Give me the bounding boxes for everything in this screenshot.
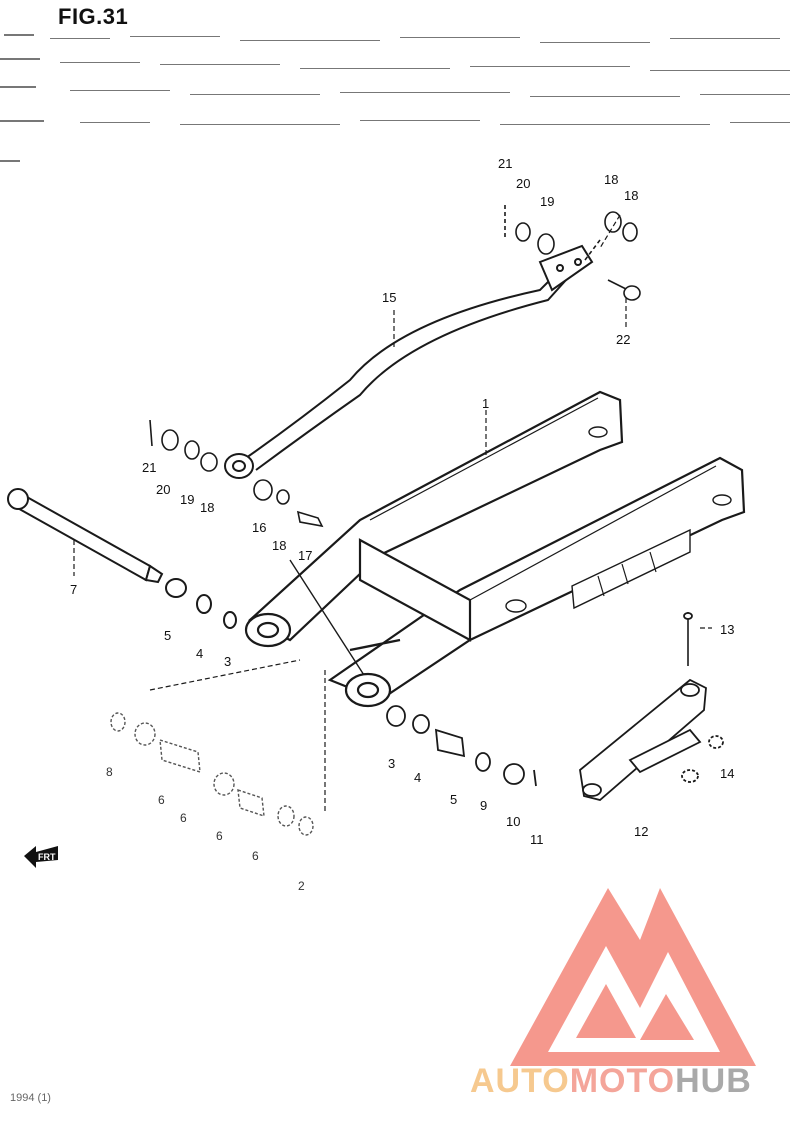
watermark-logo	[510, 888, 756, 1066]
watermark-auto: AUTO	[470, 1062, 570, 1100]
callout-5: 5	[450, 792, 457, 807]
callout-6: 6	[180, 811, 187, 825]
leader-lines	[73, 214, 712, 812]
watermark-hub: HUB	[675, 1062, 752, 1100]
callout-15: 15	[382, 290, 396, 305]
callout-6: 6	[216, 829, 223, 843]
callout-18: 18	[200, 500, 214, 515]
callout-12: 12	[634, 824, 648, 839]
callout-21: 21	[142, 460, 156, 475]
callout-1: 1	[482, 396, 489, 411]
callout-14: 14	[720, 766, 734, 781]
swingarm	[244, 390, 746, 708]
figure-title: FIG.31	[58, 4, 129, 29]
watermark-text: AUTOMOTOHUB	[470, 1062, 752, 1101]
footer-code: 1994 (1)	[10, 1092, 51, 1104]
front-marker-text: FRT	[38, 852, 56, 862]
callout-8: 8	[106, 765, 113, 779]
callout-20: 20	[156, 482, 170, 497]
callout-22: 22	[616, 332, 630, 347]
callout-3: 3	[388, 756, 395, 771]
callout-16: 16	[252, 520, 266, 535]
scan-noise	[0, 34, 790, 162]
callout-21: 21	[498, 156, 512, 171]
callout-11: 11	[530, 832, 544, 847]
chain-buffer	[579, 612, 724, 801]
callout-4: 4	[196, 646, 203, 661]
pivot-shaft	[7, 488, 237, 629]
front-arrow-icon: FRT	[24, 846, 58, 868]
callout-18: 18	[272, 538, 286, 553]
torque-link-front-fasteners	[149, 419, 324, 528]
callout-3: 3	[224, 654, 231, 669]
callout-13: 13	[720, 622, 734, 637]
callout-10: 10	[506, 814, 520, 829]
pivot-bearings	[110, 712, 314, 836]
callout-19: 19	[180, 492, 194, 507]
watermark-moto: MOTO	[569, 1062, 676, 1100]
torque-link-rear-fasteners	[504, 205, 641, 301]
callout-numbers: 21 20 19 18 18 22 15 1 21 20 19 18 16 18…	[70, 156, 734, 893]
callout-19: 19	[540, 194, 554, 209]
callout-18: 18	[604, 172, 618, 187]
callout-20: 20	[516, 176, 530, 191]
callout-18: 18	[624, 188, 638, 203]
callout-7: 7	[70, 582, 77, 597]
callout-9: 9	[480, 798, 487, 813]
callout-5: 5	[164, 628, 171, 643]
callout-2: 2	[298, 879, 305, 893]
callout-6: 6	[252, 849, 259, 863]
callout-4: 4	[414, 770, 421, 785]
callout-6: 6	[158, 793, 165, 807]
callout-17: 17	[298, 548, 312, 563]
right-pivot-hardware	[386, 705, 537, 787]
brake-torque-link	[224, 244, 594, 479]
